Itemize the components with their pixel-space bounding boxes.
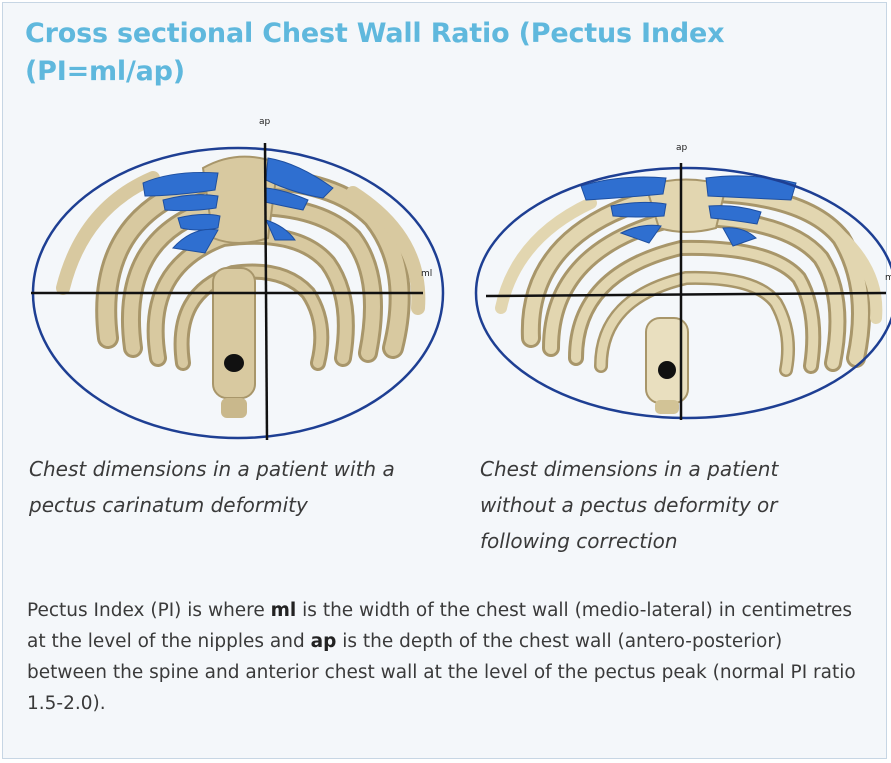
ml-axis-label: ml xyxy=(421,269,432,279)
carinatum-diagram: ap ml xyxy=(23,108,453,448)
ap-axis-label: ap xyxy=(259,117,271,127)
carinatum-caption: Chest dimensions in a patient with a pec… xyxy=(29,457,395,517)
chest-outline-ellipse xyxy=(474,166,891,420)
normal-chest-illustration: ap ml xyxy=(474,143,891,420)
ml-term: ml xyxy=(270,600,297,621)
ml-axis xyxy=(485,291,887,298)
spine xyxy=(212,267,256,418)
spine xyxy=(645,317,689,414)
ap-term: ap xyxy=(310,631,337,652)
ml-axis-label: ml xyxy=(885,273,891,283)
normal-chest-caption: Chest dimensions in a patient without a … xyxy=(480,457,779,553)
carinatum-chest-illustration: ap ml xyxy=(31,117,445,441)
ap-axis xyxy=(263,142,269,441)
pectus-index-description: Pectus Index (PI) is where ml is the wid… xyxy=(27,595,867,719)
costal-cartilage xyxy=(142,157,334,254)
description-text-1: Pectus Index (PI) is where xyxy=(27,600,271,621)
normal-chest-diagram: ap ml xyxy=(471,108,891,448)
page-title: Cross sectional Chest Wall Ratio (Pectus… xyxy=(25,18,725,87)
ap-axis-label: ap xyxy=(676,143,688,153)
description-text-2: is the width of the chest wall (medio-la… xyxy=(27,600,852,652)
description-text-3: is the depth of the chest wall (antero-p… xyxy=(27,631,856,714)
costal-cartilage xyxy=(580,175,797,247)
